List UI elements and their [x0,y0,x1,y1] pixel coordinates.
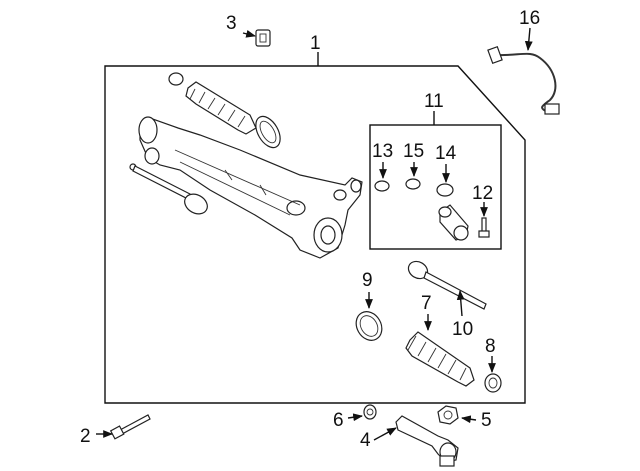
assembly-frame [104,65,526,404]
part-12-bolt [478,217,490,238]
callout-14: 14 [435,143,457,164]
leader-6 [347,413,363,422]
part-5-nut [437,405,459,425]
callout-12: 12 [472,183,493,204]
leader-3 [242,30,256,38]
part-13-ring [374,180,390,192]
part-4-tie-rod-end [395,415,459,467]
callout-1: 1 [310,33,321,54]
callout-7: 7 [421,293,432,314]
callout-4: 4 [360,430,371,451]
callout-3: 3 [226,13,237,34]
callout-16: 16 [519,8,540,29]
callout-5: 5 [481,410,492,431]
part-6-nut [363,404,377,420]
part-16-harness [487,45,560,115]
callout-13: 13 [372,141,393,162]
boot-upper [168,72,281,149]
leader-5 [461,415,477,424]
part-14-ring [436,183,454,197]
steering-rack-housing [138,116,363,259]
part-9-clamp-inner [359,315,379,337]
part-7-boot [405,331,475,387]
callout-10: 10 [452,319,473,340]
leader-10 [456,290,465,317]
inner-tie-rod-left [129,163,208,215]
callout-6: 6 [333,410,344,431]
callout-2: 2 [80,426,91,447]
callout-8: 8 [485,336,496,357]
part-8-clamp [484,373,502,393]
part-2-bolt [109,414,151,440]
callout-15: 15 [403,141,424,162]
part-3-clip [255,29,271,47]
part-10-tie-rod [407,260,487,310]
callout-11: 11 [424,91,444,112]
leader-16 [524,27,533,51]
part-15-ring [405,178,421,190]
callout-9: 9 [362,270,373,291]
valve-housing [438,204,469,241]
subassembly-box [369,124,502,250]
part-9-clamp [355,311,383,341]
leader-4 [373,427,397,441]
